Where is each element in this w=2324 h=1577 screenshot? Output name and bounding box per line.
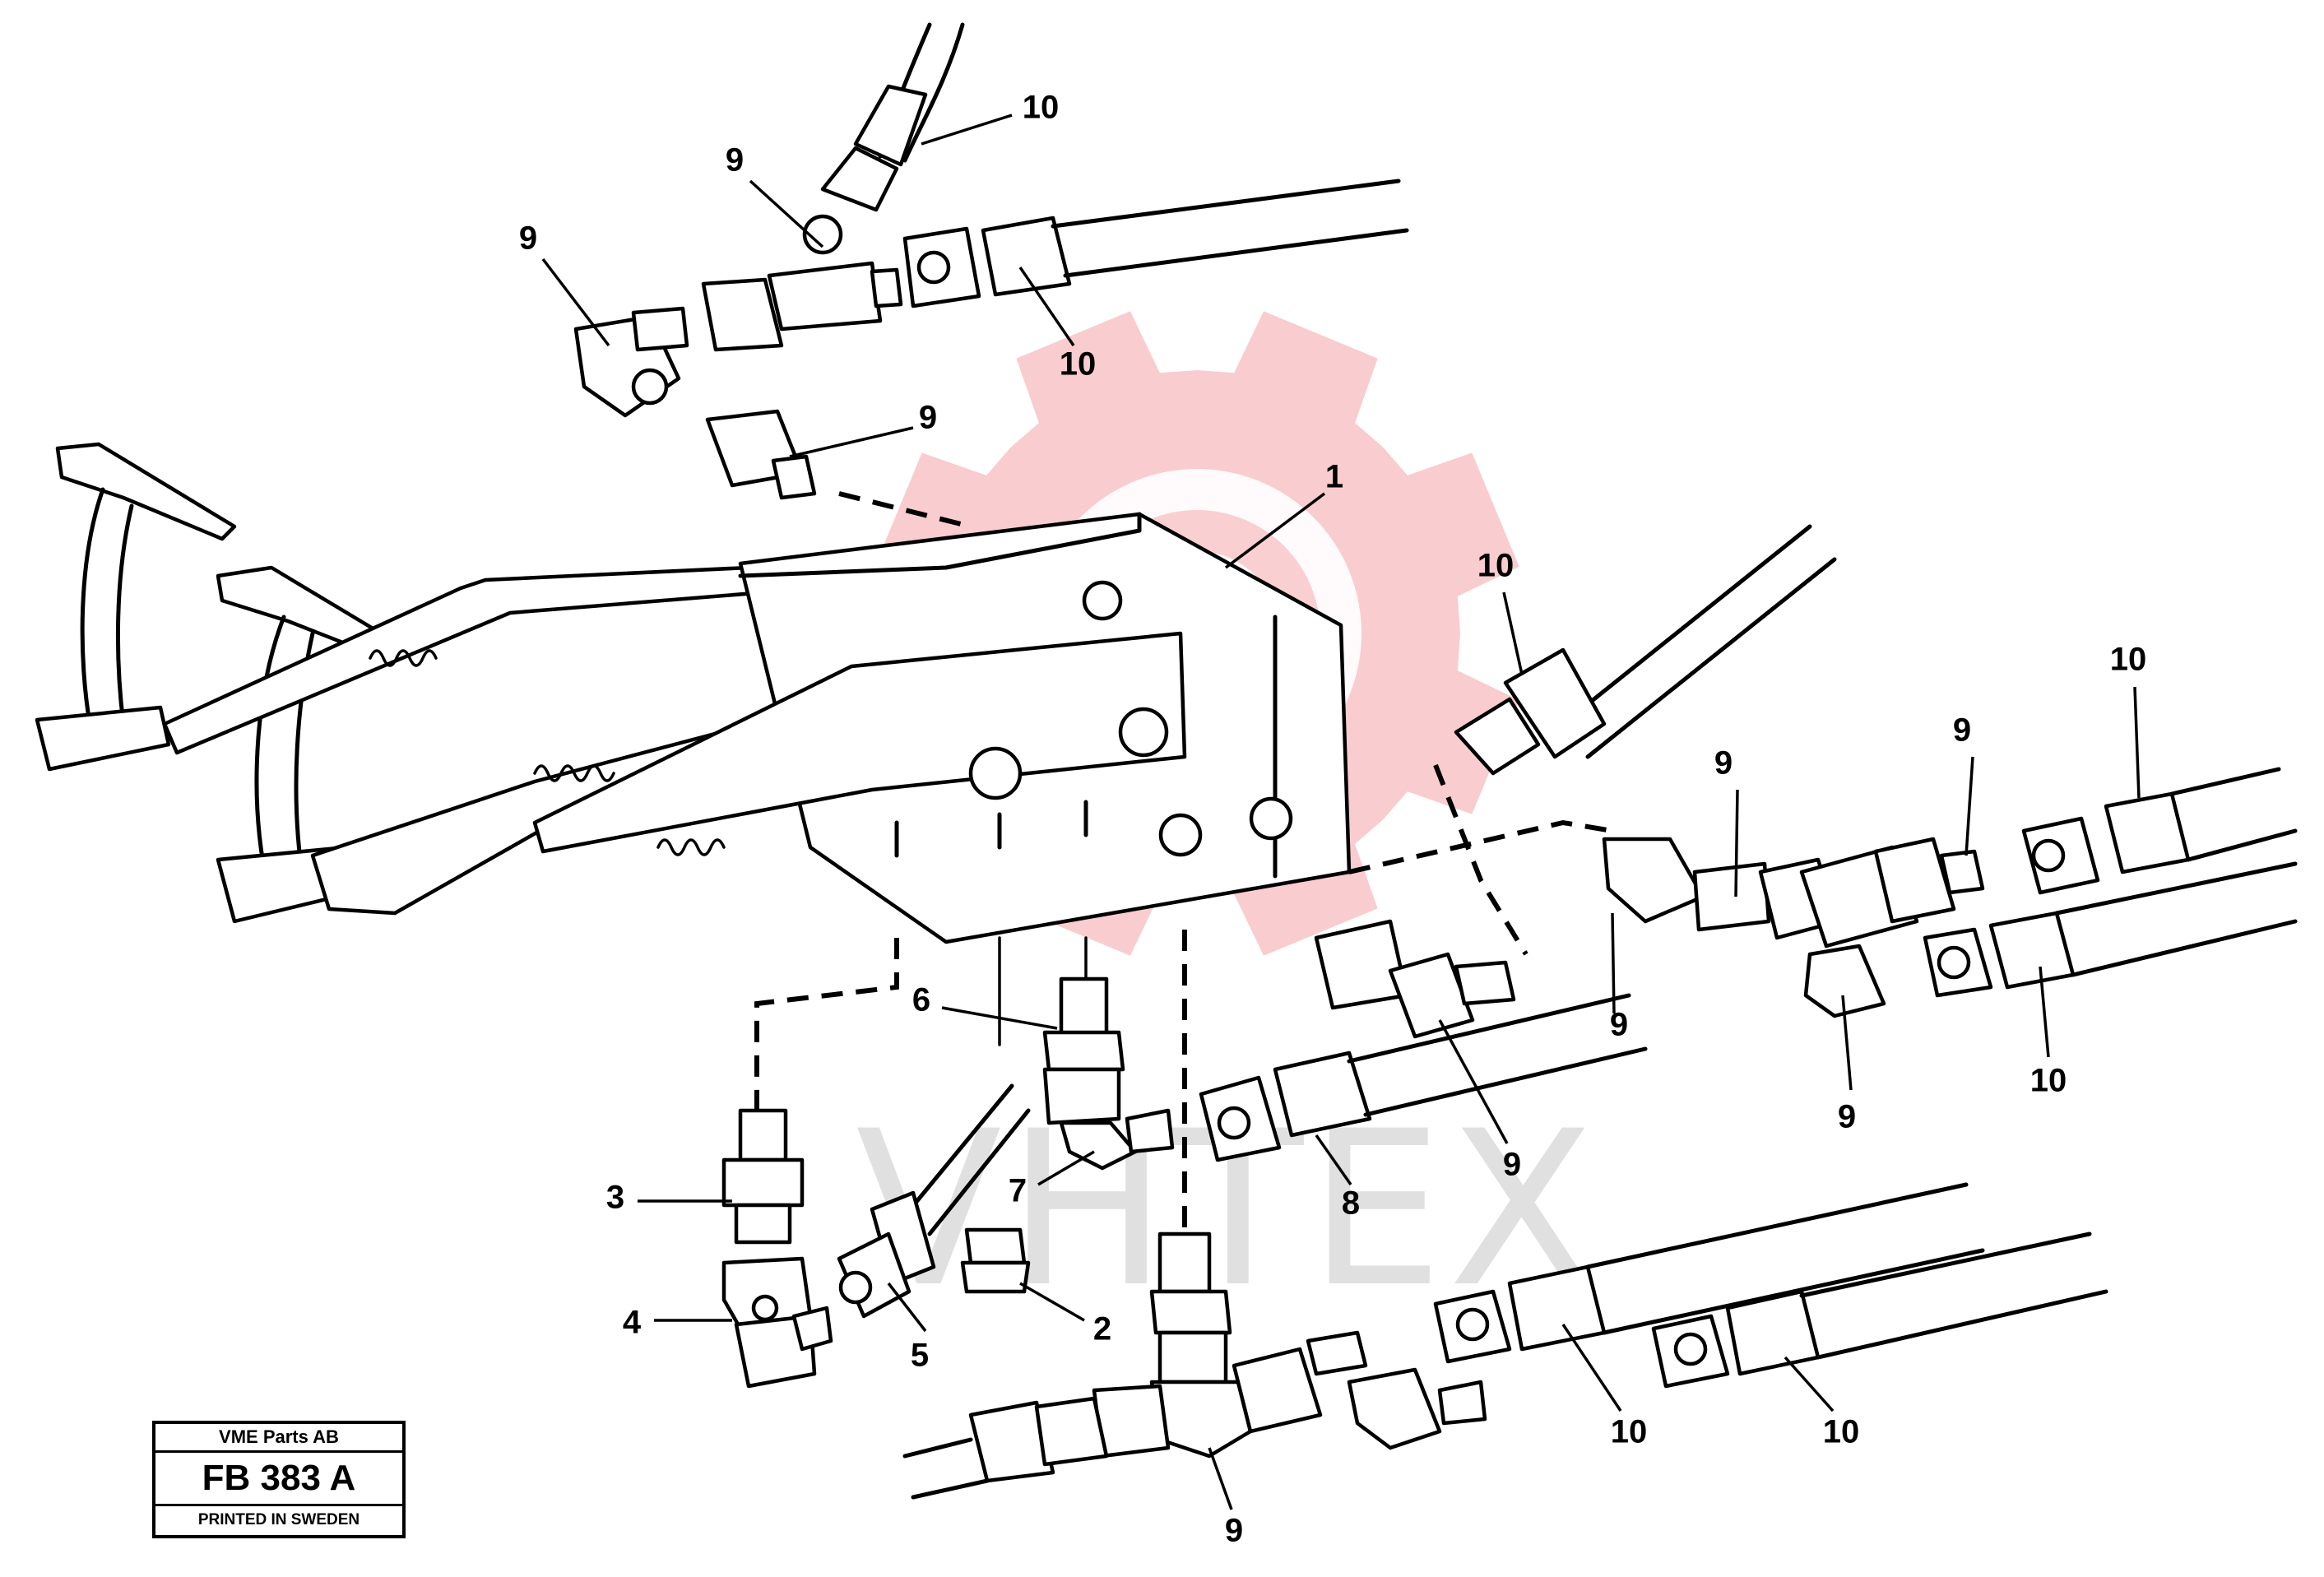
callout-number: 9 (726, 142, 744, 179)
drawing-code: FB 383 A (155, 1453, 402, 1506)
callout-number: 4 (623, 1305, 642, 1341)
callout-leaders (541, 114, 2141, 1510)
callout-number: 9 (1714, 745, 1733, 782)
callout-number: 10 (2030, 1063, 2067, 1099)
callout-number: 7 (1009, 1173, 1027, 1209)
callout-number: 10 (1611, 1414, 1648, 1450)
callout-number: 9 (919, 400, 937, 436)
company-name: VME Parts AB (155, 1424, 402, 1453)
callout-number: 9 (1953, 712, 1971, 749)
callout-number: 10 (1060, 346, 1097, 383)
callout-number: 8 (1342, 1185, 1360, 1222)
printed-in-note: PRINTED IN SWEDEN (197, 1511, 360, 1528)
callout-number: 6 (912, 982, 930, 1018)
callout-number: 10 (2110, 642, 2147, 678)
callout-number: 2 (1093, 1311, 1111, 1347)
brake-pedal-assembly (35, 442, 842, 924)
callout-number: 9 (1503, 1147, 1521, 1183)
callout-number: 1 (1325, 459, 1343, 495)
callout-number: 9 (1838, 1099, 1856, 1135)
callout-number: 9 (1225, 1513, 1243, 1549)
callout-number: 9 (519, 220, 537, 257)
callout-number: 9 (1610, 1007, 1628, 1043)
title-block: VME Parts AB FB 383 A PRINTED IN SWEDEN (152, 1421, 406, 1538)
callout-number: 5 (911, 1338, 929, 1374)
valve-block (532, 512, 1352, 944)
connection-lines (754, 491, 1613, 1234)
hoses-and-fittings (573, 22, 2298, 1500)
callout-number: 3 (606, 1180, 624, 1216)
callout-number: 10 (1823, 1414, 1860, 1450)
callout-labels: 10 9 9 10 9 1 10 10 9 9 9 10 9 6 7 8 9 3 4 5 2 10 10 9 (519, 90, 2146, 1549)
callout-number: 10 (1023, 90, 1060, 126)
callout-number: 10 (1477, 548, 1515, 584)
